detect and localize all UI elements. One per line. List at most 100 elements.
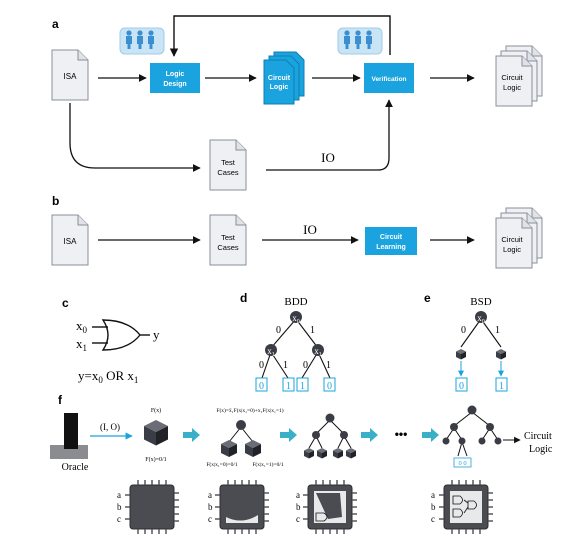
chip-1-pin-b: b <box>117 502 122 512</box>
circuit-logic-output-2: Logic <box>529 444 553 455</box>
panel-label-e: e <box>424 291 431 305</box>
final-node-l <box>450 423 458 431</box>
input-x1: x1 <box>76 336 87 353</box>
chip-3 <box>302 479 358 535</box>
final-leaf-bits: 0 0 <box>458 460 466 467</box>
svg-text:x0: x0 <box>292 313 300 325</box>
bdd-edge-label-4: 1 <box>283 360 288 371</box>
final-node-lr <box>458 437 466 445</box>
bsd-title: BSD <box>470 296 491 308</box>
oracle-icon <box>50 413 88 459</box>
logic-design-label-2: Design <box>163 81 186 88</box>
arrow-isa-to-testcases <box>69 103 201 172</box>
step-arrow-1 <box>183 428 200 442</box>
final-node-root <box>467 405 477 415</box>
decomp-node-1 <box>236 420 246 430</box>
bdd-leaf-3 <box>296 377 309 392</box>
bdd-node-left: x1 <box>265 344 277 358</box>
chip-1-pin-a: a <box>117 490 121 500</box>
stage2-node-left <box>312 431 320 439</box>
stage2-cube-1 <box>304 448 314 459</box>
decomp-cond-0: F(x|x₁=0)=0/1 <box>206 461 237 468</box>
feedback-arrow <box>169 15 391 57</box>
arrow-io-to-verification <box>266 99 393 171</box>
io-label-a: IO <box>321 150 335 165</box>
chip-1-pin-c: c <box>117 514 121 524</box>
bdd-leaf-3-value: 1 <box>300 381 305 392</box>
final-node-ll <box>442 437 450 445</box>
chip-3-pin-c: c <box>296 514 300 524</box>
verification-box <box>364 63 414 93</box>
panel-label-b: b <box>52 194 59 208</box>
final-node-r <box>486 423 494 431</box>
final-node-rl <box>478 437 486 445</box>
bsd-node-root: x0 <box>475 311 487 325</box>
bdd-leaf-4 <box>323 377 336 392</box>
svg-text:x1: x1 <box>267 346 275 358</box>
stage2-cube-2 <box>317 448 327 459</box>
test-cases-a-label-2: Cases <box>217 168 239 177</box>
io-label-b: IO <box>303 222 317 237</box>
people-icon-verification <box>337 27 383 55</box>
bsd-cube-right <box>496 349 506 360</box>
circuit-logic-out-b-label-1: Circuit <box>501 235 523 244</box>
test-cases-b-label-1: Test <box>221 233 236 242</box>
bdd-node-root: x0 <box>290 311 302 325</box>
chip-2-pin-c: c <box>208 514 212 524</box>
fx-equation: F(x)=0/1 <box>145 456 166 463</box>
panel-label-c: c <box>62 296 69 310</box>
bdd-edge-label-2: 1 <box>310 325 315 336</box>
circuit-logic-out-b-label-2: Logic <box>503 245 521 254</box>
circuit-logic-output-1: Circuit <box>524 431 552 442</box>
decomp-cube-right <box>245 440 261 457</box>
or-equation: y=x0 OR x1 <box>78 368 138 385</box>
circuit-logic-stack-blue <box>263 51 305 105</box>
circuit-logic-blue-label-1: Circuit <box>268 75 291 82</box>
logic-design-label-1: Logic <box>166 71 185 78</box>
chip-4-pin-b: b <box>431 502 436 512</box>
circuit-learning-box <box>365 227 417 255</box>
stage2-cube-3 <box>333 448 343 459</box>
bdd-leaf-2 <box>282 377 295 392</box>
bdd-edge-label-6: 1 <box>326 360 331 371</box>
chip-2-pin-a: a <box>208 490 212 500</box>
decomposition-equation: F(x)=x̄₁F(x|x₁=0)+x₁F(x|x₁=1) <box>216 407 283 414</box>
panel-label-d: d <box>240 291 247 305</box>
bsd-leaf-2-value: 1 <box>499 381 504 392</box>
step-arrow-3 <box>361 428 378 442</box>
bsd-leaf-1 <box>455 377 468 392</box>
chip-1 <box>124 479 180 535</box>
step-arrow-4 <box>422 428 439 442</box>
decomp-cond-1: F(x|x₁=1)=0/1 <box>252 461 283 468</box>
chip-3-pin-b: b <box>296 502 301 512</box>
chip-2-pin-b: b <box>208 502 213 512</box>
fx-cube <box>144 420 168 446</box>
isa-label-b: ISA <box>64 237 78 246</box>
test-cases-b-label-2: Cases <box>217 243 239 252</box>
stage2-node-root <box>325 413 335 423</box>
chip-4 <box>438 479 494 535</box>
circuit-logic-out-a-label-2: Logic <box>503 83 521 92</box>
bdd-leaf-1 <box>255 377 268 392</box>
bdd-edge-label-3: 0 <box>259 360 264 371</box>
stage2-node-right <box>340 431 348 439</box>
input-x0: x0 <box>76 318 88 335</box>
isa-label-a: ISA <box>64 72 78 81</box>
panel-label-a: a <box>52 17 59 31</box>
chip-2 <box>214 479 270 535</box>
verification-label: Verification <box>371 76 406 83</box>
bdd-edge-label-5: 0 <box>303 360 308 371</box>
logic-design-box <box>150 63 200 93</box>
output-y: y <box>153 327 160 342</box>
bdd-node-right: x1 <box>312 344 324 358</box>
svg-text:x0: x0 <box>477 313 485 325</box>
svg-text:x1: x1 <box>314 346 322 358</box>
bdd-leaf-4-value: 0 <box>327 381 332 392</box>
bdd-edge-label-1: 0 <box>276 325 281 336</box>
bsd-leaf-1-value: 0 <box>459 381 464 392</box>
oracle-label: Oracle <box>62 462 89 473</box>
circuit-logic-out-a-label-1: Circuit <box>501 73 523 82</box>
panel-label-f: f <box>58 393 63 407</box>
bsd-leaf-2 <box>495 377 508 392</box>
